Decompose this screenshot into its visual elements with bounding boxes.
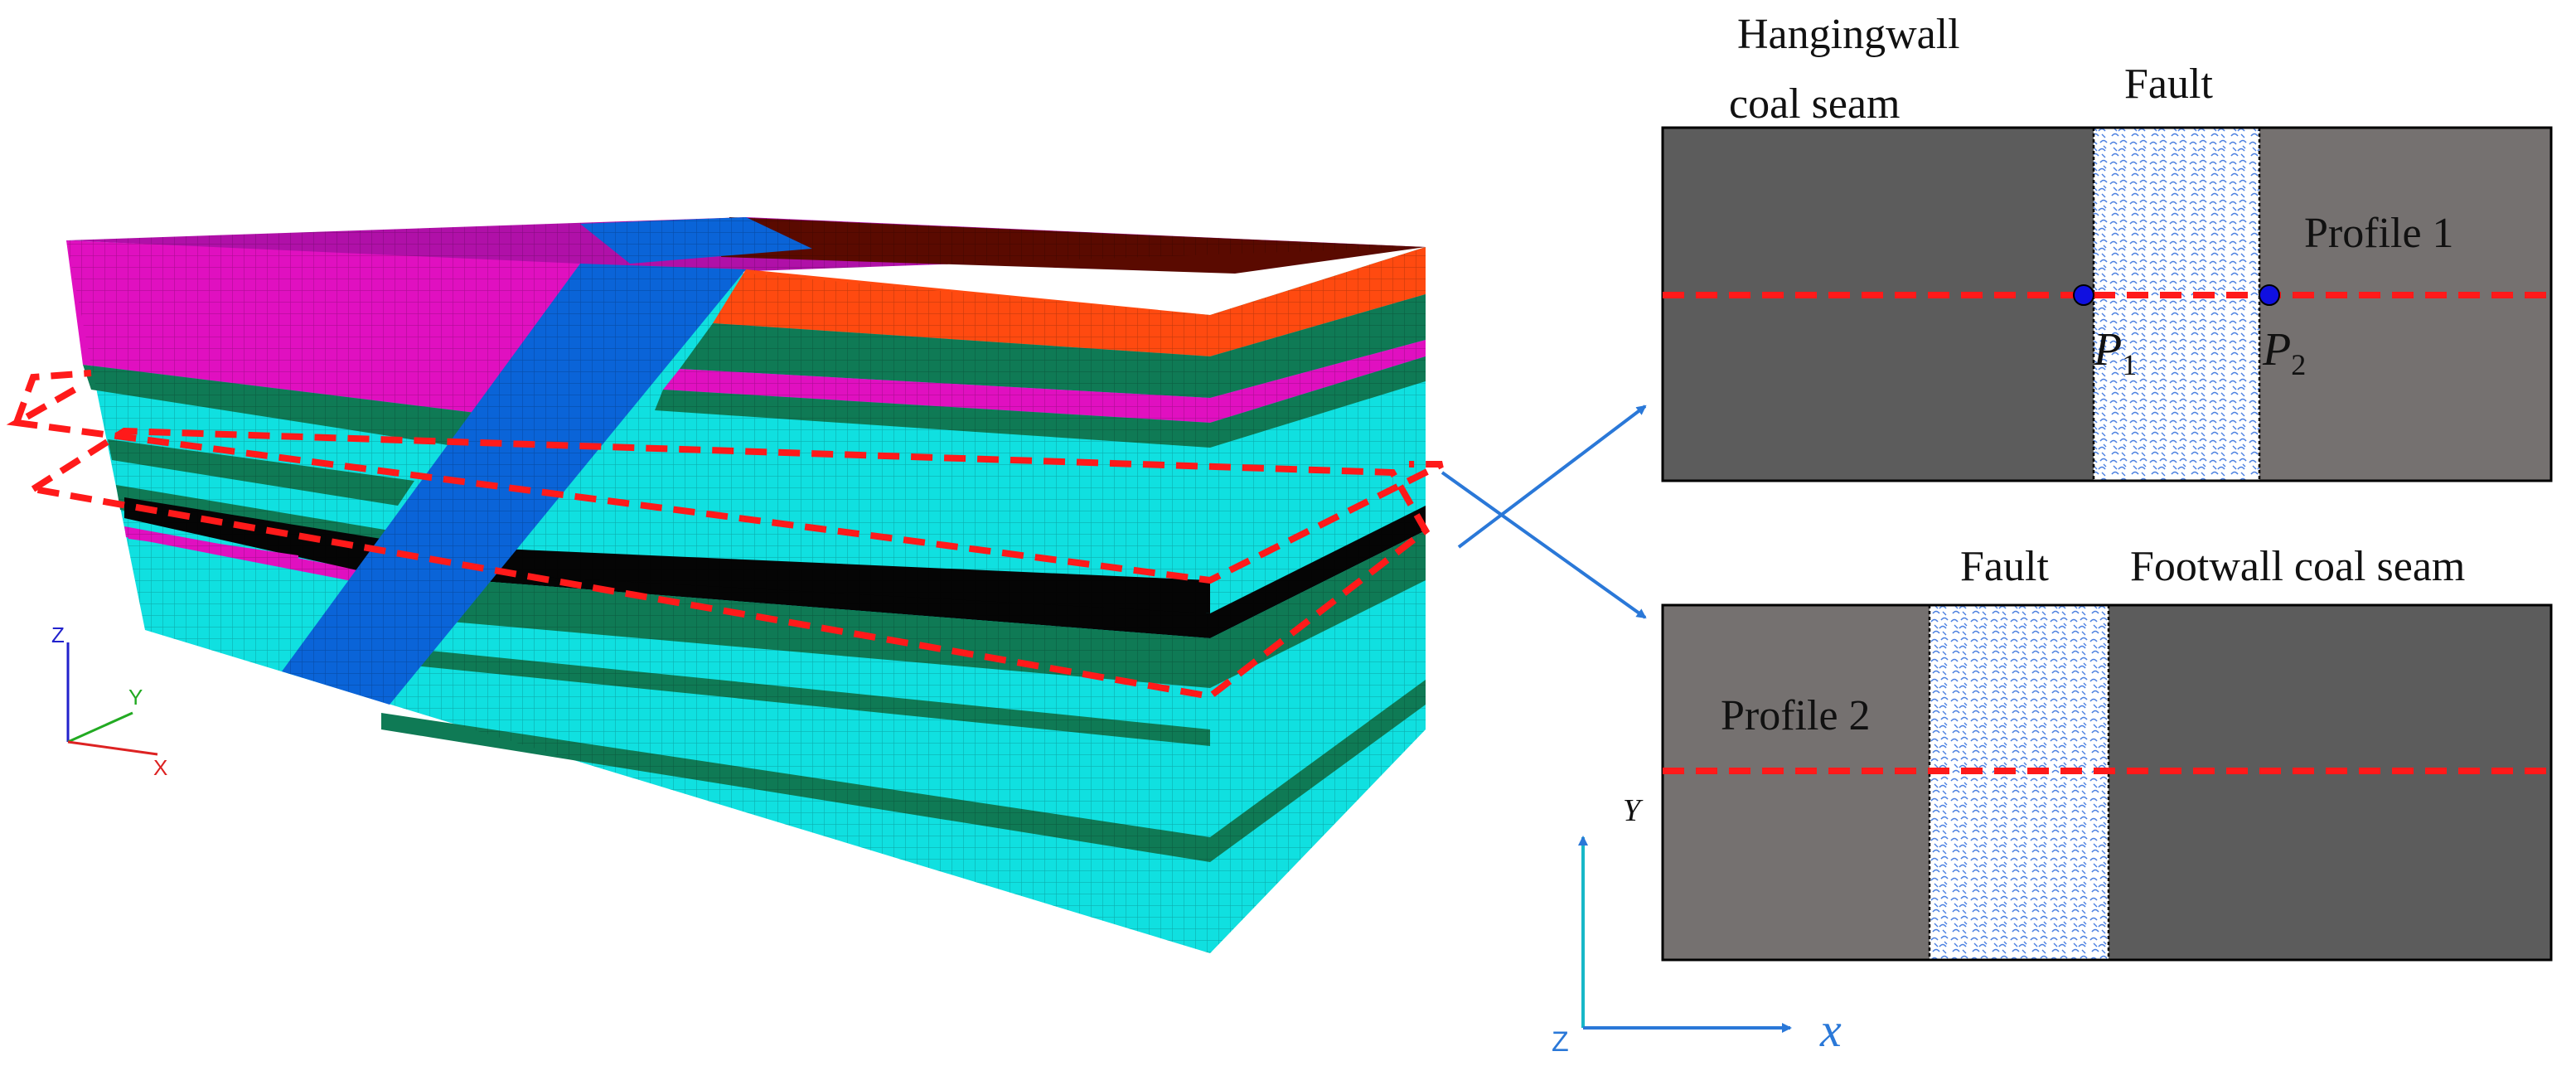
model-axis-x-label: X [153, 755, 167, 780]
plan-axis-x-label: x [1819, 1003, 1842, 1057]
profile-1-title: Profile 1 [2304, 210, 2454, 257]
profile-2-fault-zone [1930, 605, 2109, 960]
point-p2 [2259, 284, 2280, 306]
model-axis-y-label: Y [128, 685, 143, 710]
cut-plane-upper [6, 386, 1444, 584]
connector-arrows [1441, 405, 1647, 619]
model-3d [6, 217, 1444, 953]
plan-axis-triad: Y Z x [1552, 793, 1842, 1058]
arrow-to-profile-2 [1441, 471, 1647, 619]
plan-axis-z-label: Z [1552, 1026, 1569, 1058]
model-right-mesh [1210, 247, 1426, 953]
profile-2-footwall-label: Footwall coal seam [2130, 543, 2465, 590]
profile-1-fault-label: Fault [2124, 61, 2213, 108]
cut-plane-lower [31, 427, 1431, 700]
point-p2-label: P2 [2262, 324, 2306, 381]
profile-2-fault-label: Fault [1960, 543, 2049, 590]
point-p1-label: P1 [2093, 324, 2137, 381]
model-axis-triad: Z Y X [51, 623, 167, 780]
plan-axis-y-label: Y [1623, 793, 1644, 828]
profile-2-frame [1661, 603, 2553, 962]
profile-2-footwall [2109, 605, 2551, 960]
cut-plane-upper-left [13, 370, 92, 424]
model-top-mesh [66, 217, 1426, 272]
profile-1-hangingwall-label-2: coal seam [1729, 80, 1900, 128]
arrow-to-profile-1 [1457, 405, 1647, 549]
profile-1-panel: Hangingwall coal seam Fault Profile 1 P1… [1661, 11, 2553, 482]
profile-1-fault-zone [2094, 128, 2259, 481]
profile-1-footwall [2259, 128, 2551, 481]
profile-2-title: Profile 2 [1721, 692, 1871, 739]
profile-2-hangingwall [1663, 605, 1930, 960]
profile-1-hangingwall-label-1: Hangingwall [1737, 11, 1960, 58]
profile-1-frame [1661, 126, 2553, 482]
point-p1 [2073, 284, 2094, 306]
profile-1-hangingwall [1663, 128, 2094, 481]
model-axis-z-label: Z [51, 623, 65, 647]
profile-2-panel: Fault Footwall coal seam Profile 2 [1661, 543, 2553, 962]
